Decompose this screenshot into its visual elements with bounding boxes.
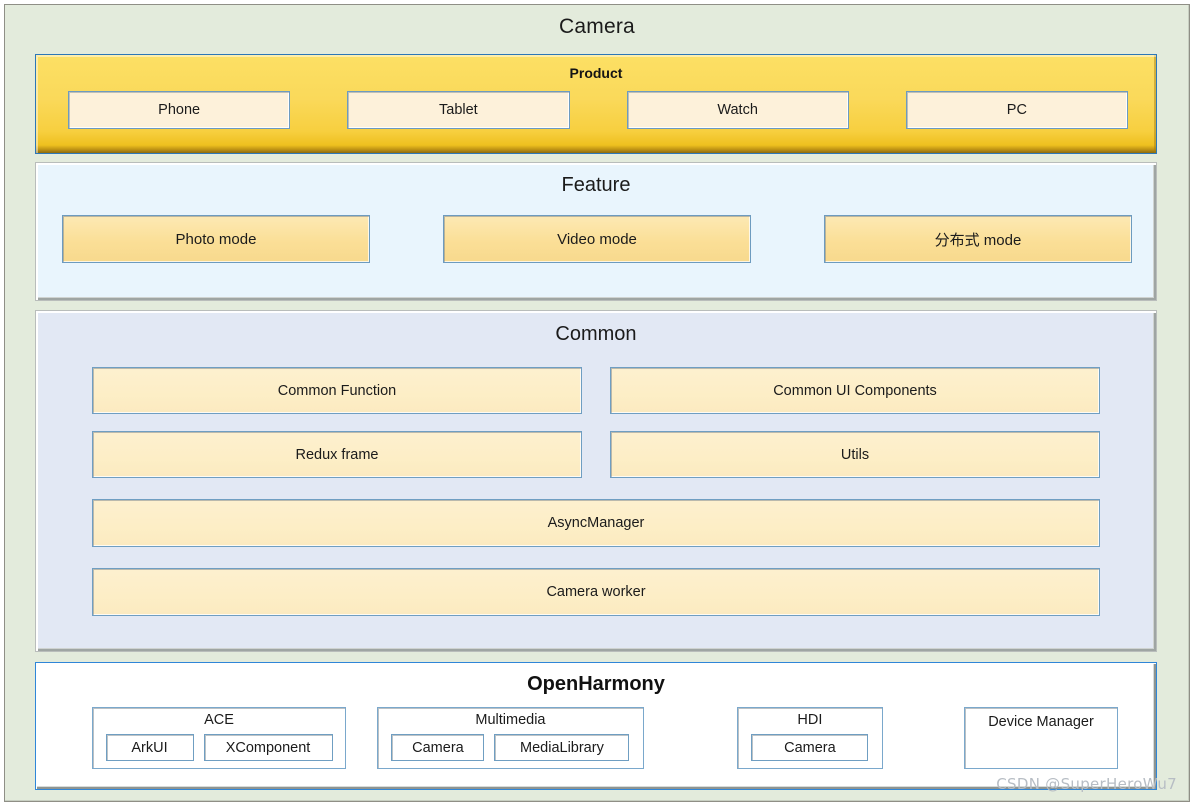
openharmony-group-ace-title: ACE: [204, 712, 234, 728]
feature-item-distributed-mode[interactable]: 分布式 mode: [824, 215, 1132, 263]
product-item-phone[interactable]: Phone: [68, 91, 291, 129]
openharmony-module-multimedia-camera[interactable]: Camera: [391, 734, 485, 761]
openharmony-module-arkui[interactable]: ArkUI: [105, 734, 194, 761]
openharmony-group-multimedia-title: Multimedia: [475, 712, 546, 728]
feature-item-photo-mode[interactable]: Photo mode: [62, 215, 370, 263]
common-item-common-ui-components[interactable]: Common UI Components: [610, 367, 1100, 414]
product-item-pc[interactable]: PC: [905, 91, 1128, 129]
openharmony-layer-title: OpenHarmony: [527, 673, 665, 695]
openharmony-layer: OpenHarmony ACE ArkUI XComponent Multime…: [35, 662, 1157, 790]
common-item-asyncmanager[interactable]: AsyncManager: [92, 499, 1100, 547]
openharmony-group-hdi-children: Camera: [746, 734, 874, 761]
common-item-common-function[interactable]: Common Function: [92, 367, 582, 414]
common-layer: Common Common Function Common UI Compone…: [35, 310, 1157, 652]
product-item-tablet[interactable]: Tablet: [347, 91, 570, 129]
feature-layer-title: Feature: [561, 174, 631, 196]
common-item-utils[interactable]: Utils: [610, 431, 1100, 478]
common-item-camera-worker[interactable]: Camera worker: [92, 568, 1100, 616]
openharmony-group-list: ACE ArkUI XComponent Multimedia Camera M…: [68, 707, 1118, 769]
openharmony-group-hdi-title: HDI: [797, 712, 823, 728]
product-item-watch[interactable]: Watch: [626, 91, 849, 129]
product-item-list: Phone Tablet Watch PC: [68, 91, 1128, 129]
openharmony-group-hdi[interactable]: HDI Camera: [736, 707, 883, 769]
common-row: AsyncManager: [92, 499, 1100, 547]
camera-title: Camera: [559, 15, 635, 38]
openharmony-module-medialibrary[interactable]: MediaLibrary: [494, 734, 630, 761]
openharmony-group-ace-children: ArkUI XComponent: [101, 734, 337, 761]
common-layer-title: Common: [555, 323, 637, 345]
common-item-grid: Common Function Common UI Components Red…: [92, 367, 1100, 616]
feature-item-video-mode[interactable]: Video mode: [443, 215, 751, 263]
openharmony-group-device-manager-title: Device Manager: [988, 714, 1094, 730]
product-layer-title: Product: [569, 65, 623, 81]
feature-layer: Feature Photo mode Video mode 分布式 mode: [35, 162, 1157, 301]
product-layer: Product Phone Tablet Watch PC: [35, 54, 1157, 154]
openharmony-group-multimedia-children: Camera MediaLibrary: [386, 734, 635, 761]
openharmony-group-ace[interactable]: ACE ArkUI XComponent: [92, 707, 347, 769]
openharmony-group-multimedia[interactable]: Multimedia Camera MediaLibrary: [377, 707, 644, 769]
openharmony-group-device-manager[interactable]: Device Manager: [963, 707, 1118, 769]
camera-container: Camera Product Phone Tablet Watch PC Fea…: [4, 4, 1190, 802]
common-row: Redux frame Utils: [92, 431, 1100, 478]
common-row: Camera worker: [92, 568, 1100, 616]
feature-item-list: Photo mode Video mode 分布式 mode: [62, 215, 1132, 263]
openharmony-module-hdi-camera[interactable]: Camera: [751, 734, 869, 761]
common-item-redux-frame[interactable]: Redux frame: [92, 431, 582, 478]
openharmony-module-xcomponent[interactable]: XComponent: [203, 734, 333, 761]
common-row: Common Function Common UI Components: [92, 367, 1100, 414]
